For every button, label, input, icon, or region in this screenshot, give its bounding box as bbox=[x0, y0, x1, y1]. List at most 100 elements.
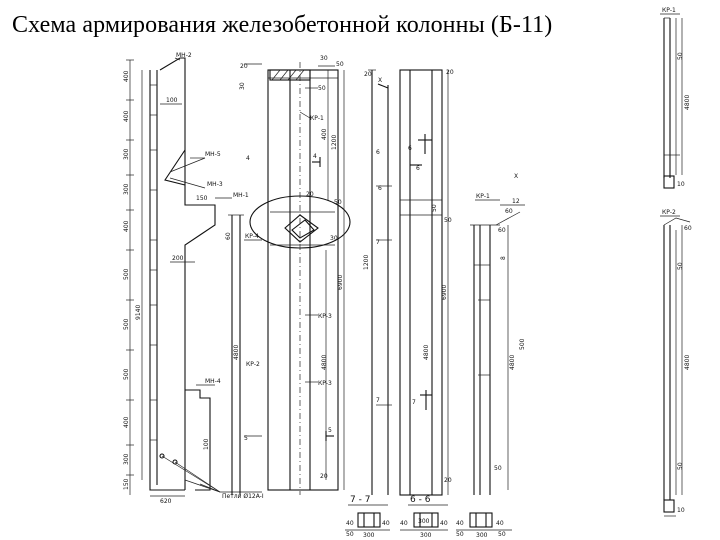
dim-label: 20 bbox=[446, 69, 454, 76]
dim-label: 300 bbox=[363, 532, 375, 539]
frame-label: КР-4 bbox=[245, 233, 259, 240]
dim-label: 300 bbox=[420, 532, 432, 539]
mark: 4 bbox=[246, 155, 250, 162]
dim-label: 8 bbox=[500, 256, 507, 260]
dim-label: 500 bbox=[519, 338, 526, 350]
dim-label: 500 bbox=[123, 268, 130, 280]
dim-label: 12 bbox=[512, 198, 520, 205]
mark: 7 bbox=[376, 239, 380, 246]
dim-label: 60 bbox=[225, 232, 232, 240]
dim-label: 300 bbox=[476, 532, 488, 539]
dim-label: 400 bbox=[123, 416, 130, 428]
plate-label: МН-5 bbox=[205, 151, 221, 158]
section-title: 7 - 7 bbox=[350, 495, 370, 505]
dim-label: 30 bbox=[320, 55, 328, 62]
frame-kr1: КР-1 60 12 60 8 4800 500 50 bbox=[470, 193, 526, 495]
main-cage: 50 КР-1 50 30 1200 400 4 20 50 30 КР-3 bbox=[249, 55, 351, 495]
dim-label: 50 bbox=[498, 531, 506, 538]
dim-label: 40 bbox=[496, 520, 504, 527]
dim-label: 20 bbox=[444, 477, 452, 484]
dim-label: 50 bbox=[677, 462, 684, 470]
corbel-cage: 20 6 6 50 50 6900 4800 7 20 X bbox=[399, 69, 518, 496]
dim-label: 50 bbox=[677, 52, 684, 60]
dim-label: 300 bbox=[123, 183, 130, 195]
dim-label: 30 bbox=[239, 82, 246, 90]
dim-label: 400 bbox=[123, 70, 130, 82]
dim-label: 60 bbox=[498, 227, 506, 234]
mark: 6 bbox=[416, 165, 420, 172]
right-frames: КР-1 4800 50 10 КР-2 60 4800 50 50 bbox=[660, 7, 692, 517]
mark: 6 bbox=[376, 149, 380, 156]
mark: 7 bbox=[412, 399, 416, 406]
dim-label: 300 bbox=[123, 453, 130, 465]
dim-label: 50 bbox=[346, 531, 354, 538]
dim-label: 50 bbox=[318, 85, 326, 92]
dim-label: 100 bbox=[203, 438, 210, 450]
dim-label: 300 bbox=[123, 148, 130, 160]
mark: 7 bbox=[376, 397, 380, 404]
dim-label: 60 bbox=[684, 225, 692, 232]
mark: 5 bbox=[244, 435, 248, 442]
plate-label: МН-2 bbox=[176, 52, 192, 59]
dim-label: 1200 bbox=[331, 135, 338, 150]
dim-label: 50 bbox=[336, 61, 344, 68]
dim-label: 60 bbox=[505, 208, 513, 215]
mark: X bbox=[514, 173, 518, 180]
dim-label: 20 bbox=[364, 71, 372, 78]
dim-label: 50 bbox=[677, 262, 684, 270]
dim-label: 100 bbox=[166, 97, 178, 104]
dim-label: 150 bbox=[123, 478, 130, 490]
mark: 6 bbox=[408, 145, 412, 152]
dim-label: 20 bbox=[306, 191, 314, 198]
dim-label: 30 bbox=[330, 235, 338, 242]
dim-label: 50 bbox=[334, 199, 342, 206]
plate-label: МН-3 bbox=[207, 181, 223, 188]
dim-label: 4800 bbox=[423, 345, 430, 360]
dim-label: 300 bbox=[418, 518, 430, 525]
dim-label: 1200 bbox=[363, 255, 370, 270]
dim-label: 50 bbox=[431, 204, 438, 212]
frame-label: КР-1 bbox=[476, 193, 490, 200]
dim-label: 10 bbox=[677, 507, 685, 514]
dim-label: 40 bbox=[346, 520, 354, 527]
anchor-note: Петли Ø12A-I bbox=[222, 493, 264, 500]
dim-label: 4800 bbox=[233, 345, 240, 360]
dim-label: 4800 bbox=[684, 95, 691, 110]
dim-label: 500 bbox=[123, 368, 130, 380]
section-title: 6 - 6 bbox=[410, 495, 431, 505]
frame-label: КР-1 bbox=[310, 115, 324, 122]
dim-label: 10 bbox=[677, 181, 685, 188]
dim-label: 40 bbox=[456, 520, 464, 527]
dim-label: 40 bbox=[382, 520, 390, 527]
plate-label: МН-4 bbox=[205, 378, 221, 385]
dim-label: 500 bbox=[123, 318, 130, 330]
dim-label: 20 bbox=[320, 473, 328, 480]
dim-label: 150 bbox=[196, 195, 208, 202]
frame-label: КР-2 bbox=[246, 361, 260, 368]
dim-label: 4800 bbox=[684, 355, 691, 370]
page-title: Схема армирования железобетонной колонны… bbox=[12, 12, 553, 38]
dim-label: 200 bbox=[172, 255, 184, 262]
dim-label: 40 bbox=[400, 520, 408, 527]
dim-label: 9140 bbox=[135, 305, 142, 320]
stirrups bbox=[150, 84, 157, 441]
frame-label: КР-3 bbox=[318, 313, 332, 320]
dim-label: 400 bbox=[321, 128, 328, 140]
plate-label: МН-1 bbox=[233, 192, 249, 199]
dim-label: 20 bbox=[240, 63, 248, 70]
frame-label: КР-1 bbox=[662, 7, 676, 14]
dim-label: 40 bbox=[440, 520, 448, 527]
dim-label: 400 bbox=[123, 220, 130, 232]
frame-label: КР-2 bbox=[662, 209, 676, 216]
dim-label: 6900 bbox=[337, 275, 344, 290]
frame-elevation: 60 4800 КР-4 5 4 20 30 КР-2 bbox=[225, 63, 262, 495]
mark: 5 bbox=[328, 427, 332, 434]
dim-label: 50 bbox=[494, 465, 502, 472]
dim-label: 4800 bbox=[509, 355, 516, 370]
cross-sections: 7 - 7 6 - 6 40 50 300 40 40 300 300 40 bbox=[345, 495, 512, 539]
dim-label: 400 bbox=[123, 110, 130, 122]
mark: 4 bbox=[313, 153, 317, 160]
dim-label: 6900 bbox=[441, 285, 448, 300]
